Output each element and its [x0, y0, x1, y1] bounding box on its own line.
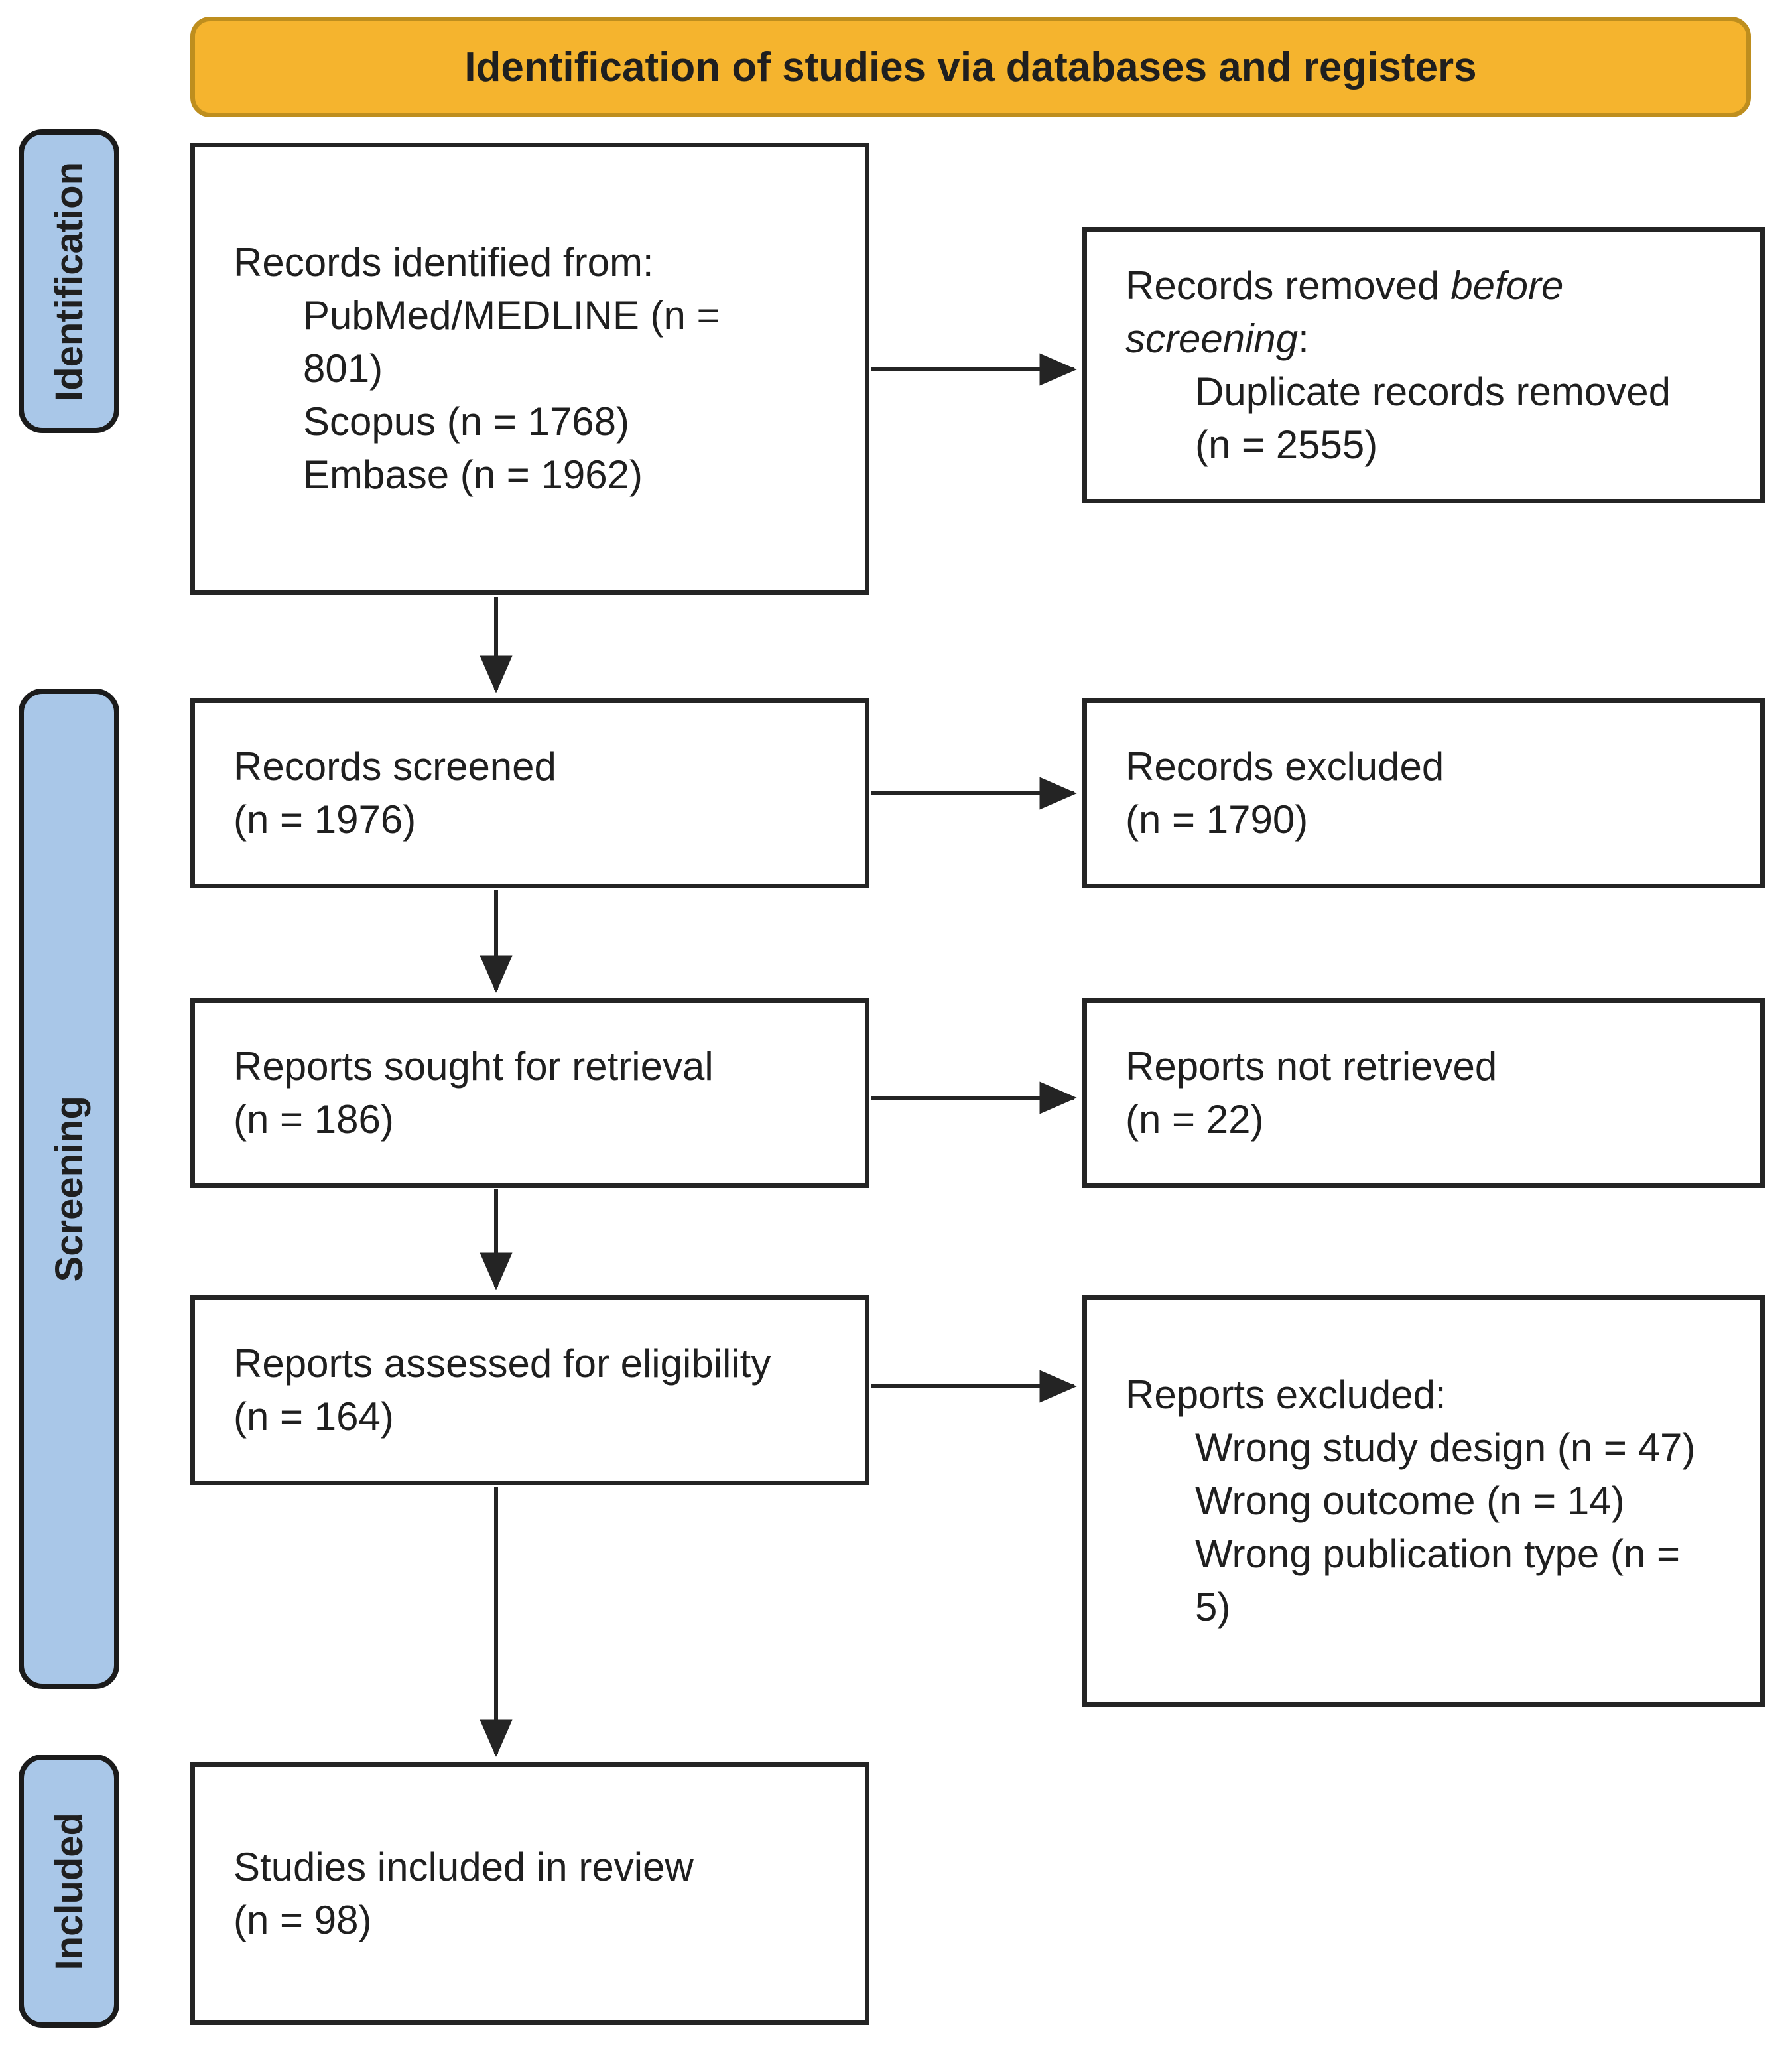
records-excluded-label: Records excluded — [1125, 744, 1444, 789]
stage-label-included-text: Included — [47, 1812, 91, 1971]
list-item: Scopus (n = 1768) — [303, 399, 629, 444]
reports-not-retrieved-label: Reports not retrieved — [1125, 1044, 1498, 1089]
stage-label-included: Included — [19, 1755, 119, 2028]
stage-label-screening: Screening — [19, 689, 119, 1689]
box-studies-included: Studies included in review (n = 98) — [190, 1762, 869, 2025]
stage-label-screening-text: Screening — [47, 1095, 91, 1282]
studies-included-label: Studies included in review — [233, 1845, 694, 1889]
box-reports-not-retrieved: Reports not retrieved (n = 22) — [1082, 998, 1765, 1188]
list-item: Wrong publication type (n = 5) — [1195, 1532, 1680, 1629]
stage-label-identification-text: Identification — [47, 161, 91, 401]
list-item: Duplicate records removed (n = 2555) — [1195, 369, 1671, 467]
reports-not-retrieved-count: (n = 22) — [1125, 1097, 1264, 1142]
box-records-removed-before-screening: Records removed before screening: Duplic… — [1082, 227, 1765, 503]
reports-excluded-intro: Reports excluded: — [1125, 1372, 1446, 1417]
studies-included-count: (n = 98) — [233, 1898, 372, 1942]
reports-sought-count: (n = 186) — [233, 1097, 394, 1142]
box-reports-assessed: Reports assessed for eligibility (n = 16… — [190, 1295, 869, 1485]
box-records-identified: Records identified from: PubMed/MEDLINE … — [190, 143, 869, 595]
records-identified-intro: Records identified from: — [233, 240, 654, 285]
list-item: Wrong study design (n = 47) — [1195, 1425, 1696, 1470]
records-excluded-count: (n = 1790) — [1125, 797, 1309, 842]
records-removed-emphasis: before screening — [1125, 263, 1564, 361]
stage-label-identification: Identification — [19, 129, 119, 433]
records-screened-label: Records screened — [233, 744, 556, 789]
list-item: PubMed/MEDLINE (n = 801) — [303, 293, 720, 391]
records-screened-count: (n = 1976) — [233, 797, 416, 842]
box-reports-sought: Reports sought for retrieval (n = 186) — [190, 998, 869, 1188]
reports-assessed-count: (n = 164) — [233, 1394, 394, 1439]
banner-title: Identification of studies via databases … — [464, 44, 1477, 90]
box-records-excluded: Records excluded (n = 1790) — [1082, 698, 1765, 888]
records-removed-intro: Records removed before screening: — [1125, 263, 1564, 361]
banner-identification-via-databases: Identification of studies via databases … — [190, 17, 1751, 117]
reports-sought-label: Reports sought for retrieval — [233, 1044, 714, 1089]
list-item: Wrong outcome (n = 14) — [1195, 1479, 1625, 1523]
list-item: Embase (n = 1962) — [303, 452, 643, 497]
box-records-screened: Records screened (n = 1976) — [190, 698, 869, 888]
reports-assessed-label: Reports assessed for eligibility — [233, 1341, 771, 1386]
box-reports-excluded: Reports excluded: Wrong study design (n … — [1082, 1295, 1765, 1707]
